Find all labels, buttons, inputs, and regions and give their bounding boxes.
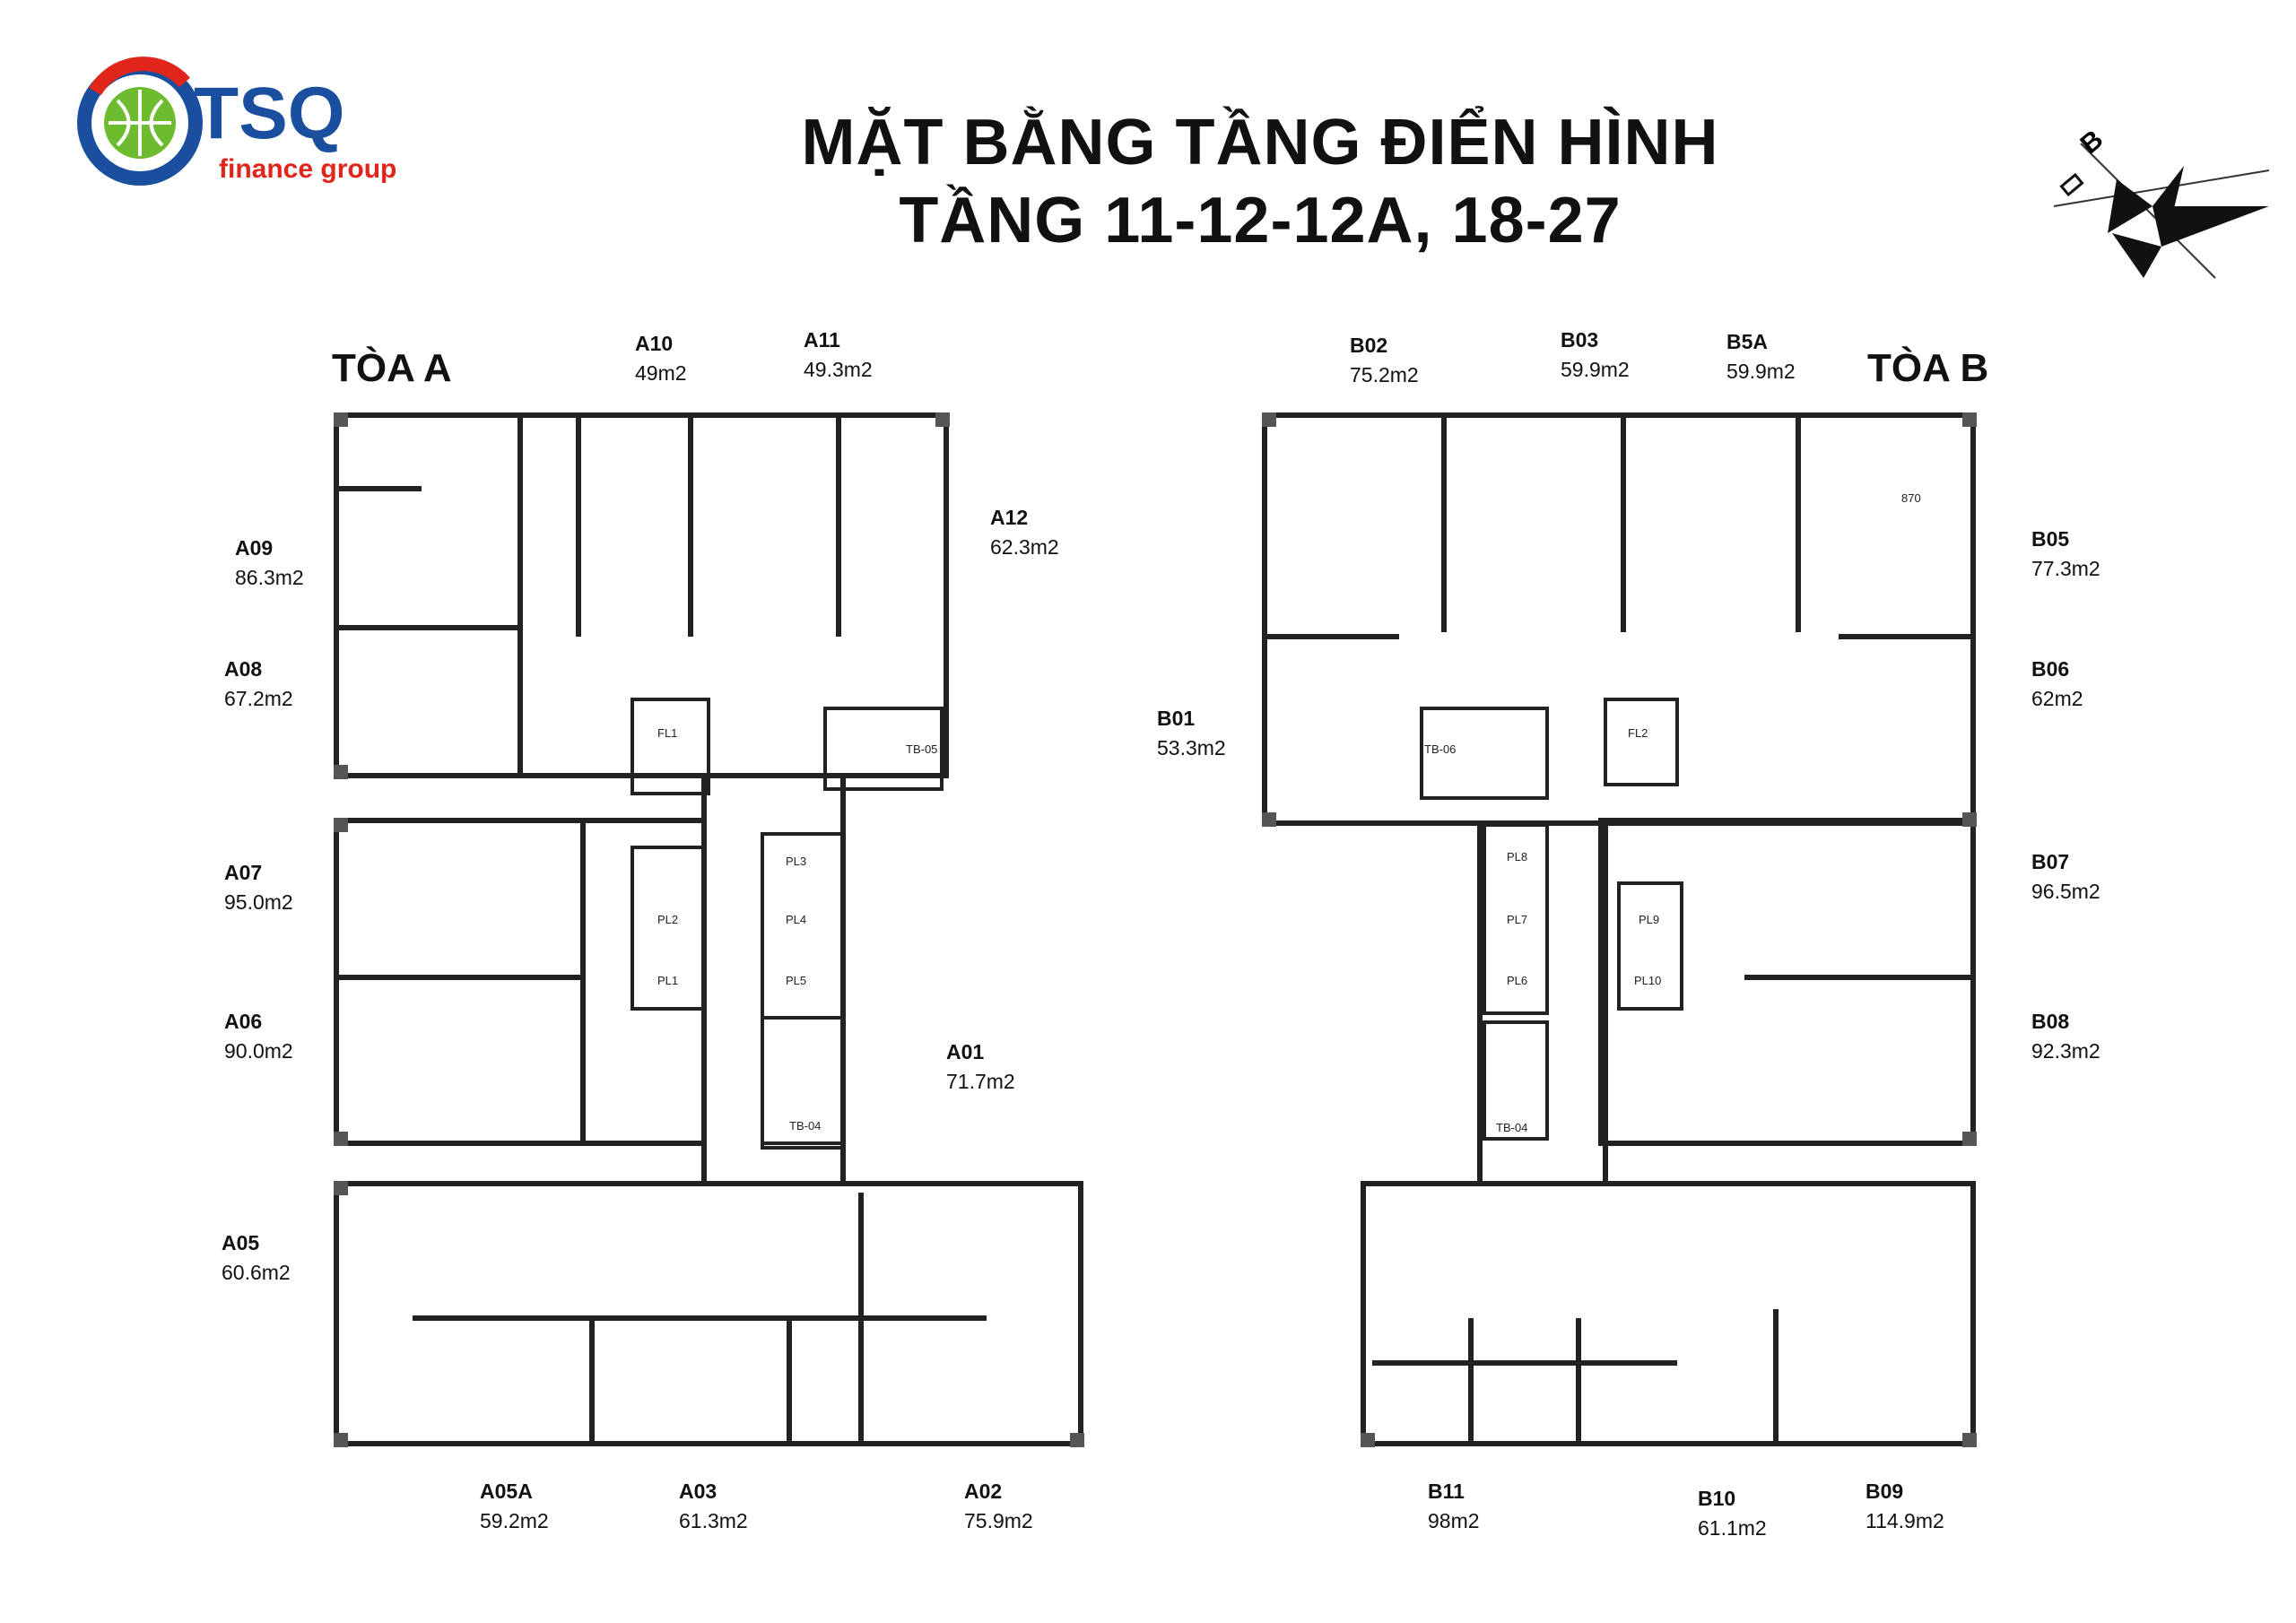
- unit-label-a05: A05 60.6m2: [222, 1231, 291, 1284]
- unit-label-a09: A09 86.3m2: [235, 536, 304, 589]
- core-label: FL2: [1628, 726, 1648, 740]
- unit-label-a07: A07 95.0m2: [224, 861, 293, 914]
- page-title-line1: MẶT BẰNG TẦNG ĐIỂN HÌNH: [801, 107, 1719, 178]
- core-label: TB-04: [1496, 1121, 1527, 1134]
- core-label: TB-06: [1424, 742, 1456, 756]
- unit-label-b11: B11 98m2: [1428, 1480, 1480, 1532]
- core-label: PL3: [786, 855, 806, 868]
- unit-label-a01: A01 71.7m2: [946, 1040, 1015, 1093]
- core-label: PL9: [1639, 913, 1659, 926]
- core-label: TB-04: [789, 1119, 821, 1133]
- tsq-logo: TSQ finance group: [77, 56, 396, 186]
- room-label: 870: [1901, 491, 1921, 505]
- unit-label-a12: A12 62.3m2: [990, 506, 1059, 559]
- unit-label-b02: B02 75.2m2: [1350, 334, 1419, 386]
- north-compass-icon: B: [2053, 125, 2269, 279]
- unit-label-a05a: A05A 59.2m2: [480, 1480, 549, 1532]
- core-label: PL6: [1507, 974, 1527, 987]
- tower-a-core: [631, 698, 944, 1150]
- unit-label-b01: B01 53.3m2: [1157, 707, 1226, 759]
- logo-tagline: finance group: [219, 154, 396, 184]
- tower-b-core: [1420, 698, 1683, 1141]
- core-label: TB-05: [906, 742, 937, 756]
- tower-b-walls: [1262, 412, 1976, 1446]
- unit-label-b06: B06 62m2: [2031, 657, 2083, 710]
- unit-label-b08: B08 92.3m2: [2031, 1010, 2100, 1063]
- unit-label-a02: A02 75.9m2: [964, 1480, 1033, 1532]
- core-label: FL1: [657, 726, 677, 740]
- unit-label-a03: A03 61.3m2: [679, 1480, 748, 1532]
- core-label: PL1: [657, 974, 678, 987]
- logo-ring-red: [89, 56, 190, 96]
- unit-label-a11: A11 49.3m2: [804, 328, 873, 381]
- page-title-line2: TẦNG 11-12-12A, 18-27: [899, 185, 1622, 256]
- unit-label-a06: A06 90.0m2: [224, 1010, 293, 1063]
- unit-label-b10: B10 61.1m2: [1698, 1487, 1767, 1540]
- unit-label-b03: B03 59.9m2: [1561, 328, 1630, 381]
- core-label: PL10: [1634, 974, 1661, 987]
- structural-pillars: [334, 412, 1977, 1447]
- unit-label-a08: A08 67.2m2: [224, 657, 293, 710]
- core-label: PL2: [657, 913, 678, 926]
- core-label: PL8: [1507, 850, 1527, 864]
- unit-label-b5a: B5A 59.9m2: [1726, 330, 1796, 383]
- tower-a-label: TÒA A: [332, 346, 452, 390]
- core-label: PL4: [786, 913, 806, 926]
- unit-label-a10: A10 49m2: [635, 332, 687, 385]
- tower-a-walls: [334, 412, 1083, 1446]
- unit-label-b07: B07 96.5m2: [2031, 850, 2100, 903]
- logo-brand: TSQ: [194, 73, 345, 154]
- core-label: PL7: [1507, 913, 1527, 926]
- tower-b-label: TÒA B: [1867, 346, 1989, 390]
- unit-label-b09: B09 114.9m2: [1866, 1480, 1944, 1532]
- core-label: PL5: [786, 974, 806, 987]
- unit-label-b05: B05 77.3m2: [2031, 527, 2100, 580]
